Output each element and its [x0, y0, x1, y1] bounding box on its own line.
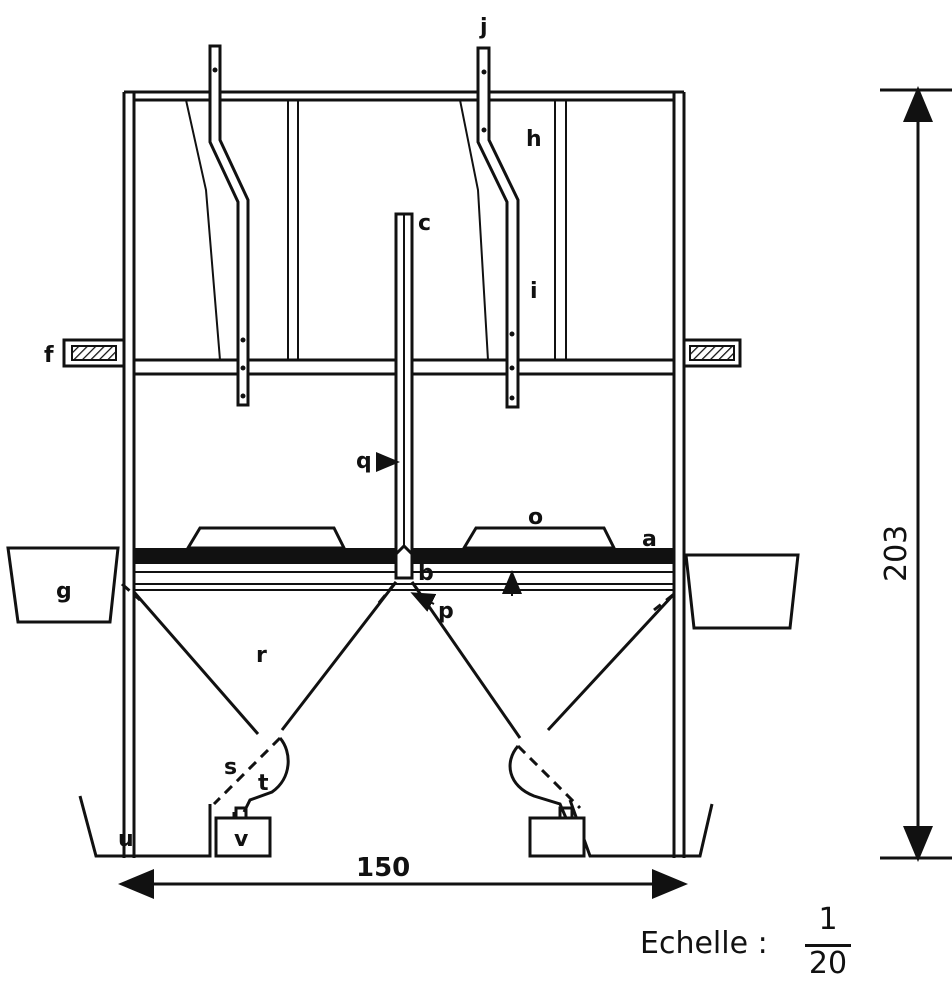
- label-i: i: [530, 279, 538, 304]
- scale-denominator: 20: [808, 946, 848, 981]
- side-handle-right: [682, 338, 742, 368]
- frame: [122, 90, 686, 858]
- height-dimension: [880, 86, 952, 862]
- width-value: 150: [356, 853, 410, 883]
- container-left: [6, 546, 120, 624]
- label-a: a: [642, 527, 657, 552]
- pad-left: [185, 526, 347, 550]
- side-handle-left: [62, 338, 126, 368]
- tray-right: [568, 799, 714, 858]
- label-r: r: [256, 643, 267, 668]
- funnel-left: [121, 581, 398, 818]
- label-g: g: [56, 579, 72, 604]
- label-b: b: [418, 561, 434, 586]
- scale-fraction-bar: [805, 944, 851, 947]
- label-c: c: [418, 211, 431, 236]
- tray-left: [78, 795, 212, 858]
- label-h: h: [526, 127, 542, 152]
- label-q: q: [356, 449, 372, 474]
- height-value: 203: [879, 525, 914, 582]
- central-rod: [394, 212, 414, 556]
- label-t: t: [258, 771, 269, 796]
- scale-numerator: 1: [818, 902, 838, 937]
- scale-label: Echelle :: [640, 926, 768, 961]
- right-hanger: [476, 46, 520, 409]
- platform: [134, 543, 674, 596]
- label-f: f: [44, 343, 54, 368]
- pad-right: [461, 526, 617, 550]
- box-right: [528, 806, 586, 858]
- arrow-p: [410, 592, 437, 612]
- label-v: v: [234, 827, 249, 852]
- left-hanger: [208, 44, 250, 407]
- label-s: s: [224, 755, 237, 780]
- label-p: p: [438, 599, 454, 624]
- label-j: j: [479, 15, 488, 40]
- label-o: o: [528, 505, 543, 530]
- container-right: [684, 553, 800, 630]
- box-left: [214, 806, 272, 858]
- label-u: u: [118, 827, 134, 852]
